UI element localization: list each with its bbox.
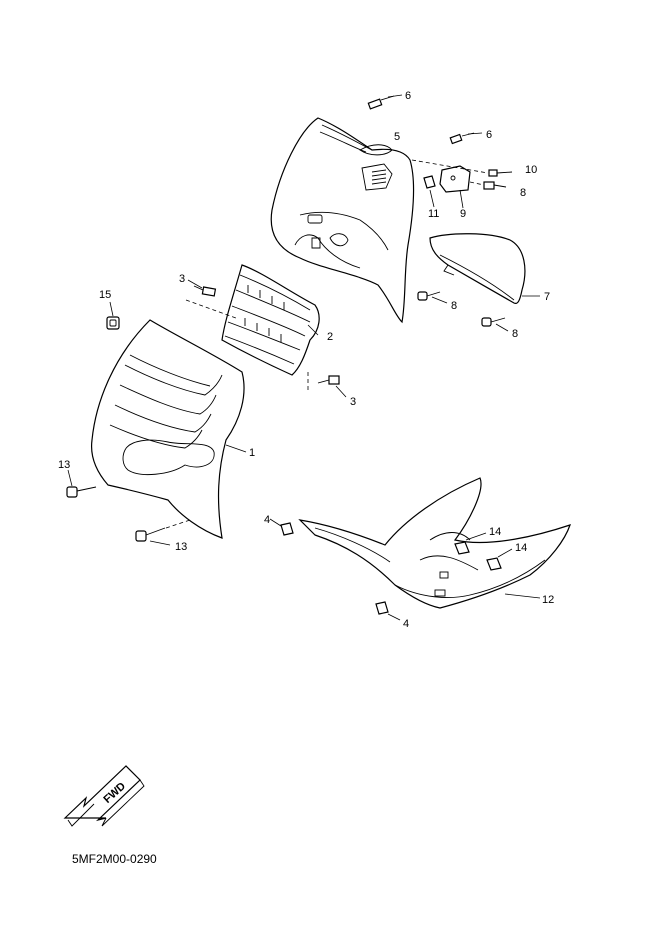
callout-4a: 4: [264, 514, 270, 526]
screw-part-13-right: [135, 519, 191, 546]
callout-12: 12: [542, 594, 554, 606]
screw-part-8-lower: [481, 317, 509, 332]
hook-part-9: [439, 165, 471, 209]
screw-6-top: [367, 94, 403, 110]
callout-13a: 13: [58, 459, 70, 471]
callout-2: 2: [327, 331, 333, 343]
screw-part-10: [411, 159, 513, 177]
diagram-code: 5MF2M00-0290: [72, 852, 157, 866]
callout-7: 7: [544, 291, 550, 303]
screw-part-8-middle: [417, 291, 448, 304]
callout-4b: 4: [403, 618, 409, 630]
callout-3a: 3: [179, 273, 185, 285]
screw-part-3-lower: [307, 372, 347, 398]
nut-part-4-lower: [375, 601, 401, 621]
screw-part-8-upper: [469, 181, 507, 190]
bottom-cover-part-12: [298, 477, 571, 609]
grommet-part-15: [106, 301, 120, 330]
side-cover-part-7: [429, 233, 540, 305]
screw-part-13-left: [66, 469, 97, 498]
callout-8b: 8: [451, 300, 457, 312]
leg-shield-part-5: [270, 117, 415, 324]
callout-14a: 14: [489, 526, 501, 538]
callout-9: 9: [460, 208, 466, 220]
screw-part-3-upper: [185, 279, 237, 319]
callout-15: 15: [99, 289, 111, 301]
callout-11: 11: [428, 208, 439, 220]
callout-13b: 13: [175, 541, 187, 553]
forward-arrow-icon: FWD: [63, 765, 145, 827]
nut-part-14-left: [454, 532, 487, 555]
callout-5: 5: [394, 131, 400, 143]
nut-part-11: [423, 175, 436, 208]
callout-14b: 14: [515, 542, 527, 554]
callout-10: 10: [525, 164, 537, 176]
nut-part-4-upper: [269, 518, 294, 536]
callout-6b: 6: [486, 129, 492, 141]
screw-6-right: [449, 132, 483, 145]
nut-part-14-right: [486, 548, 513, 571]
front-cover-part-1: [90, 319, 247, 539]
callout-8a: 8: [520, 187, 526, 199]
callout-3b: 3: [350, 396, 356, 408]
callout-1: 1: [249, 447, 255, 459]
callout-6a: 6: [405, 90, 411, 102]
callout-8c: 8: [512, 328, 518, 340]
inner-grille-part-2: [221, 264, 320, 376]
